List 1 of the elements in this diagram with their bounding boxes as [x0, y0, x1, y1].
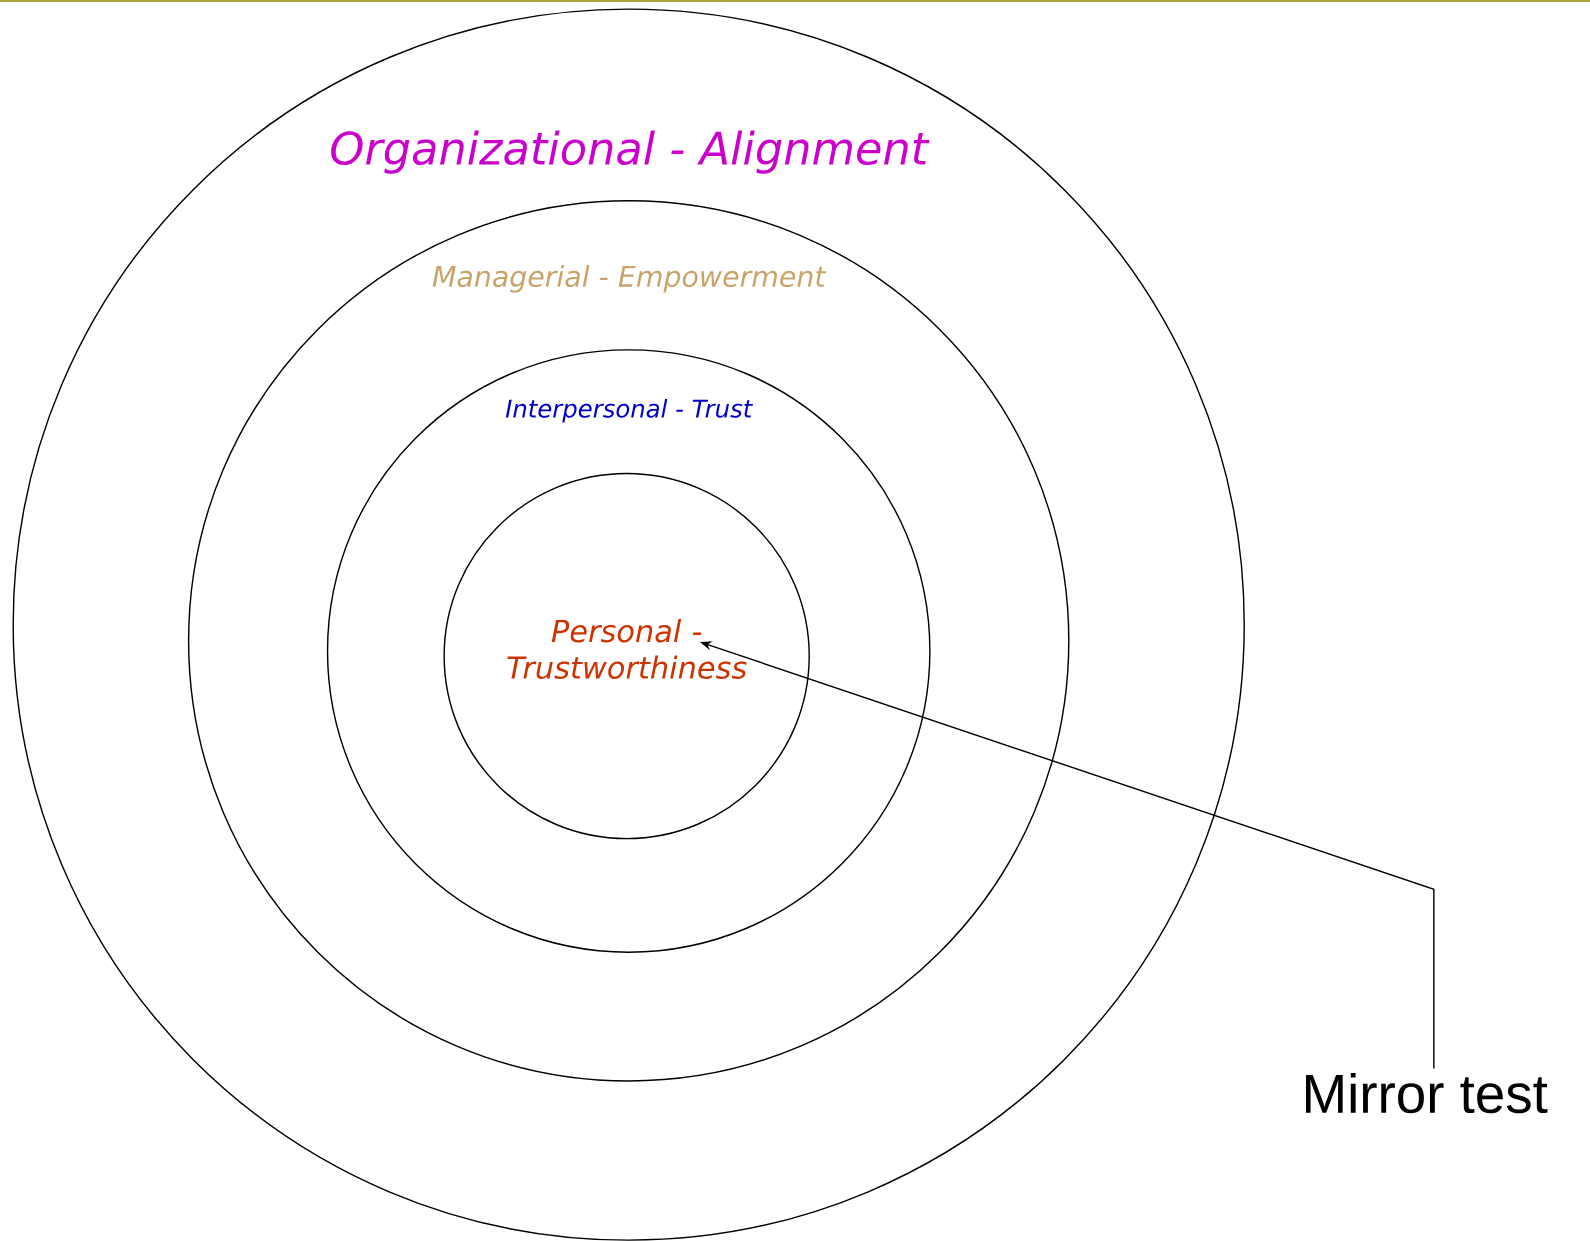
callout-label: Mirror test — [1306, 1072, 1548, 1114]
